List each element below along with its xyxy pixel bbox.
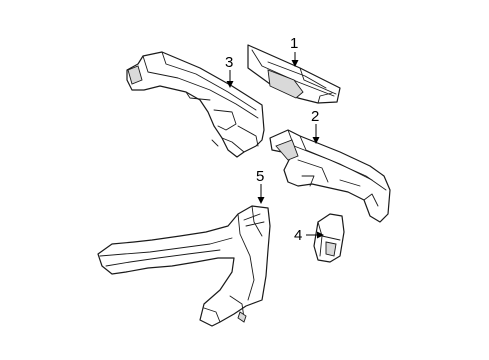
callout-5: 5 xyxy=(256,168,265,185)
callout-1: 1 xyxy=(290,35,299,52)
callout-2: 2 xyxy=(311,108,320,125)
part-3-upper-duct xyxy=(126,51,265,158)
callout-3: 3 xyxy=(225,54,234,71)
part-5-floor-duct xyxy=(97,205,271,327)
part-4-bracket xyxy=(313,213,345,263)
callout-4: 4 xyxy=(294,227,303,244)
part-2-right-duct xyxy=(269,129,391,223)
part-1-vent-panel xyxy=(247,44,341,104)
